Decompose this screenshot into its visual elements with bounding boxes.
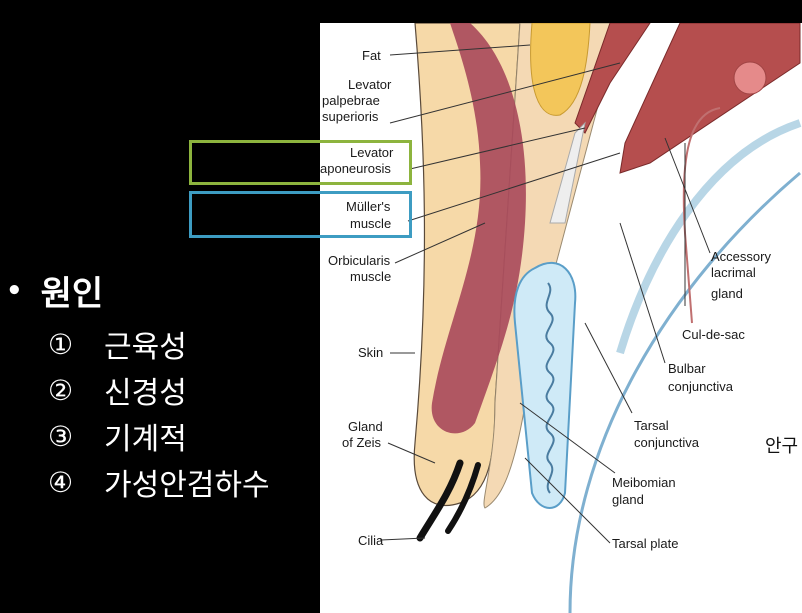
muller-muscle-band <box>619 23 801 174</box>
label-aponeurosis: Levator <box>350 145 394 160</box>
label-tarsal-conjunctiva: conjunctiva <box>634 435 700 450</box>
label-fat: Fat <box>362 48 381 63</box>
list-item: ① 근육성 <box>48 322 187 366</box>
label-levator: palpebrae <box>322 93 380 108</box>
label-zeis: Gland <box>348 419 383 434</box>
list-item: ④ 가성안검하수 <box>48 460 270 504</box>
leader-lines <box>379 44 711 544</box>
aponeurosis-highlight-box <box>189 140 412 185</box>
label-tarsal-conjunctiva: Tarsal <box>634 418 669 433</box>
label-cilia: Cilia <box>358 533 384 548</box>
label-muller: Müller's <box>346 199 391 214</box>
label-muller: muscle <box>350 216 391 231</box>
bullet-icon: • <box>6 275 23 306</box>
cut-off-text: 안구 <box>765 436 799 457</box>
tarsal-plate <box>513 262 577 509</box>
item-text: 가성안검하수 <box>104 468 270 503</box>
fat-pad <box>530 23 591 116</box>
item-text: 기계적 <box>104 422 187 457</box>
label-meibomian: gland <box>612 492 644 507</box>
item-number: ④ <box>48 465 74 499</box>
meibomian-gland <box>545 282 555 494</box>
cilium <box>416 459 464 542</box>
orbicularis-muscle <box>431 23 526 434</box>
accessory-gland <box>733 61 767 95</box>
cause-heading: • 원인 <box>6 266 103 315</box>
label-levator: superioris <box>322 109 379 124</box>
label-zeis: of Zeis <box>342 435 382 450</box>
levator-muscle <box>574 23 651 134</box>
item-number: ② <box>48 373 74 407</box>
muller-highlight-box <box>189 191 412 238</box>
label-accessory: Accessory <box>711 249 771 264</box>
label-accessory: gland <box>711 286 743 301</box>
label-skin: Skin <box>358 345 383 360</box>
label-orbicularis: Orbicularis <box>328 253 391 268</box>
label-aponeurosis: aponeurosis <box>320 161 391 176</box>
label-bulbar: conjunctiva <box>668 379 734 394</box>
eyelid-diagram: Fat Levator palpebrae superioris Levator… <box>320 23 802 613</box>
list-item: ② 신경성 <box>48 368 187 412</box>
label-tarsal-plate: Tarsal plate <box>612 536 678 551</box>
item-number: ① <box>48 327 74 361</box>
item-text: 근육성 <box>104 330 187 365</box>
item-number: ③ <box>48 419 74 453</box>
list-item: ③ 기계적 <box>48 414 187 458</box>
label-orbicularis: muscle <box>350 269 391 284</box>
label-levator: Levator <box>348 77 392 92</box>
cilium <box>445 462 481 534</box>
label-bulbar: Bulbar <box>668 361 706 376</box>
conjunctiva-band <box>616 119 802 355</box>
label-accessory: lacrimal <box>711 265 756 280</box>
item-text: 신경성 <box>104 376 187 411</box>
globe-outline <box>568 171 801 613</box>
eyelid-anatomy-figure: Fat Levator palpebrae superioris Levator… <box>320 23 802 613</box>
cul-de-sac-fold <box>682 107 721 324</box>
heading-text: 원인 <box>40 274 104 314</box>
label-meibomian: Meibomian <box>612 475 676 490</box>
label-culdesac: Cul-de-sac <box>682 327 745 342</box>
